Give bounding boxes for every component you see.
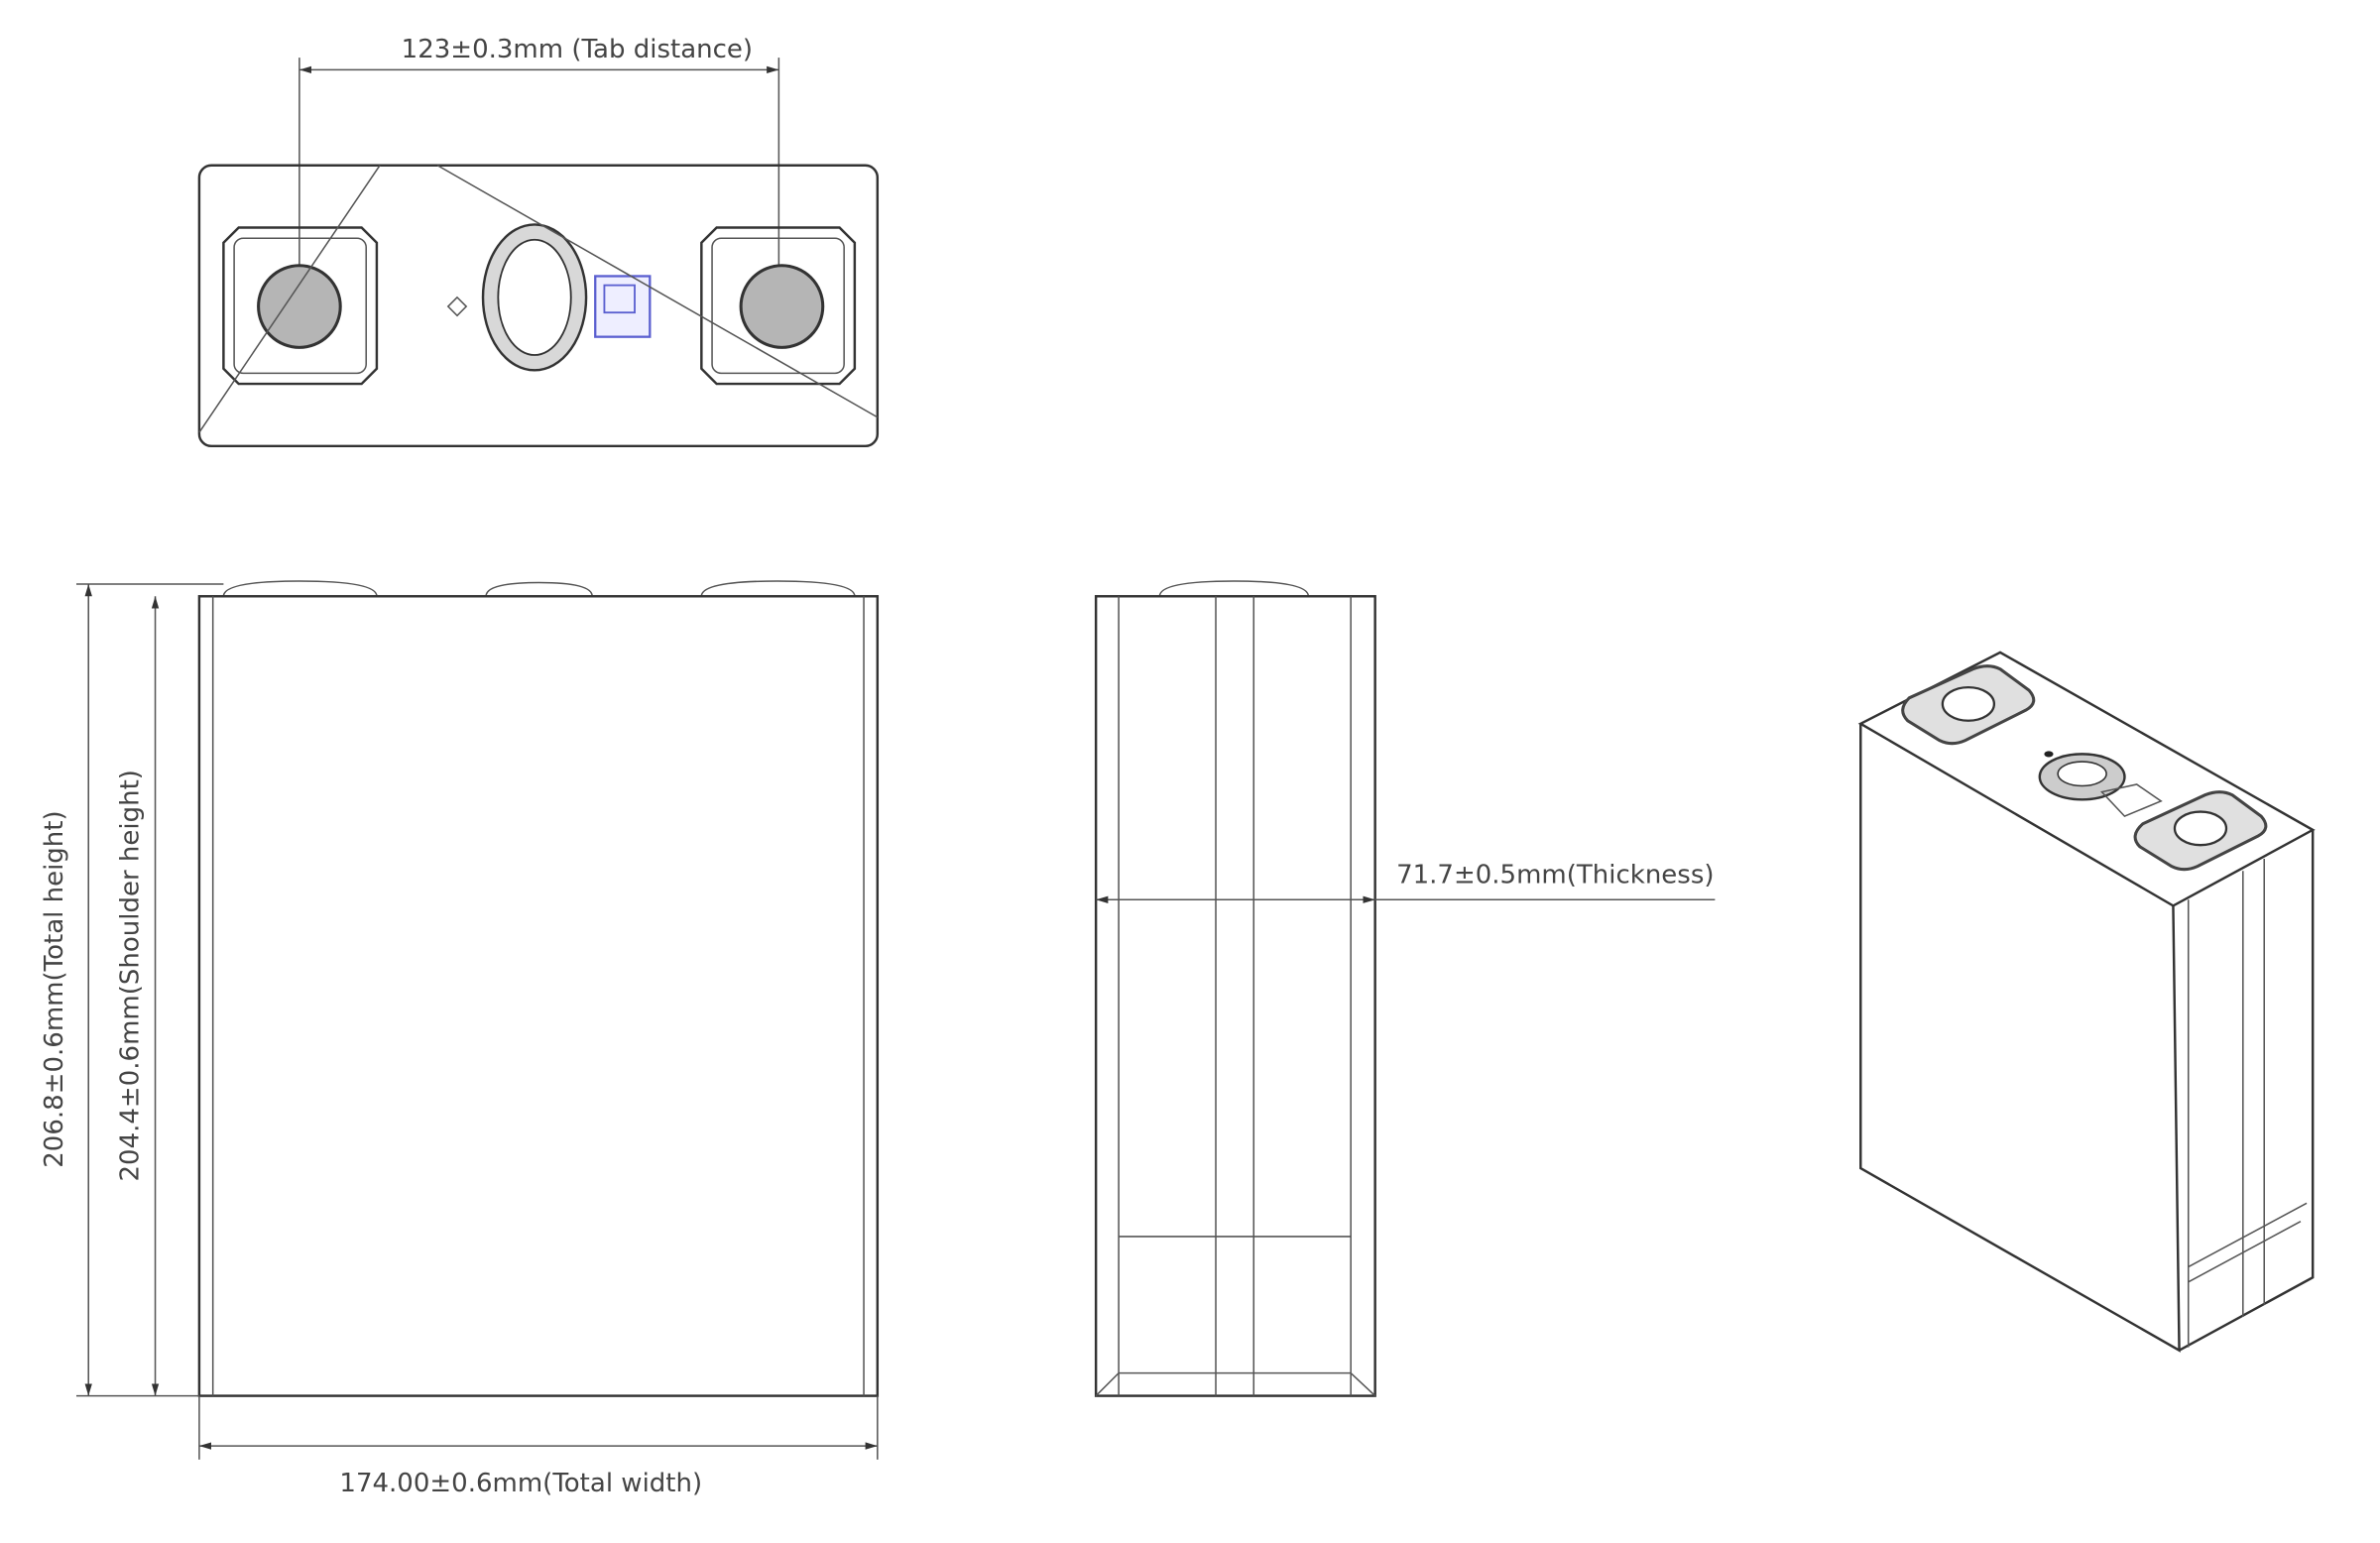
- side-outline: [1094, 595, 1376, 1397]
- negative-terminal-icon: [257, 264, 342, 349]
- negative-terminal-seal: [222, 226, 379, 386]
- tab-distance-label: 123±0.3mm (Tab distance): [402, 35, 753, 64]
- top-outline: [197, 164, 880, 448]
- iso-front-face: [1859, 723, 2181, 1353]
- total-width-label: 174.00±0.6mm(Total width): [339, 1469, 702, 1498]
- total-height-label: 206.8±0.6mm(Total height): [40, 810, 69, 1167]
- shoulder-height-label: 204.4±0.6mm(Shoulder height): [116, 770, 146, 1181]
- thickness-label: 71.7±0.5mm(Thickness): [1396, 860, 1714, 890]
- isometric-view: [1857, 651, 2316, 1353]
- side-view: 71.7±0.5mm(Thickness): [1094, 580, 1716, 1397]
- top-view: 123±0.3mm (Tab distance): [197, 35, 880, 448]
- diamond-marker-icon: [446, 296, 468, 317]
- front-outline: [197, 595, 880, 1397]
- front-view: 206.8±0.6mm(Total height) 204.4±0.6mm(Sh…: [40, 580, 880, 1498]
- iso-side-face: [2178, 829, 2315, 1352]
- positive-terminal-seal: [700, 226, 857, 386]
- positive-terminal-icon: [739, 264, 825, 349]
